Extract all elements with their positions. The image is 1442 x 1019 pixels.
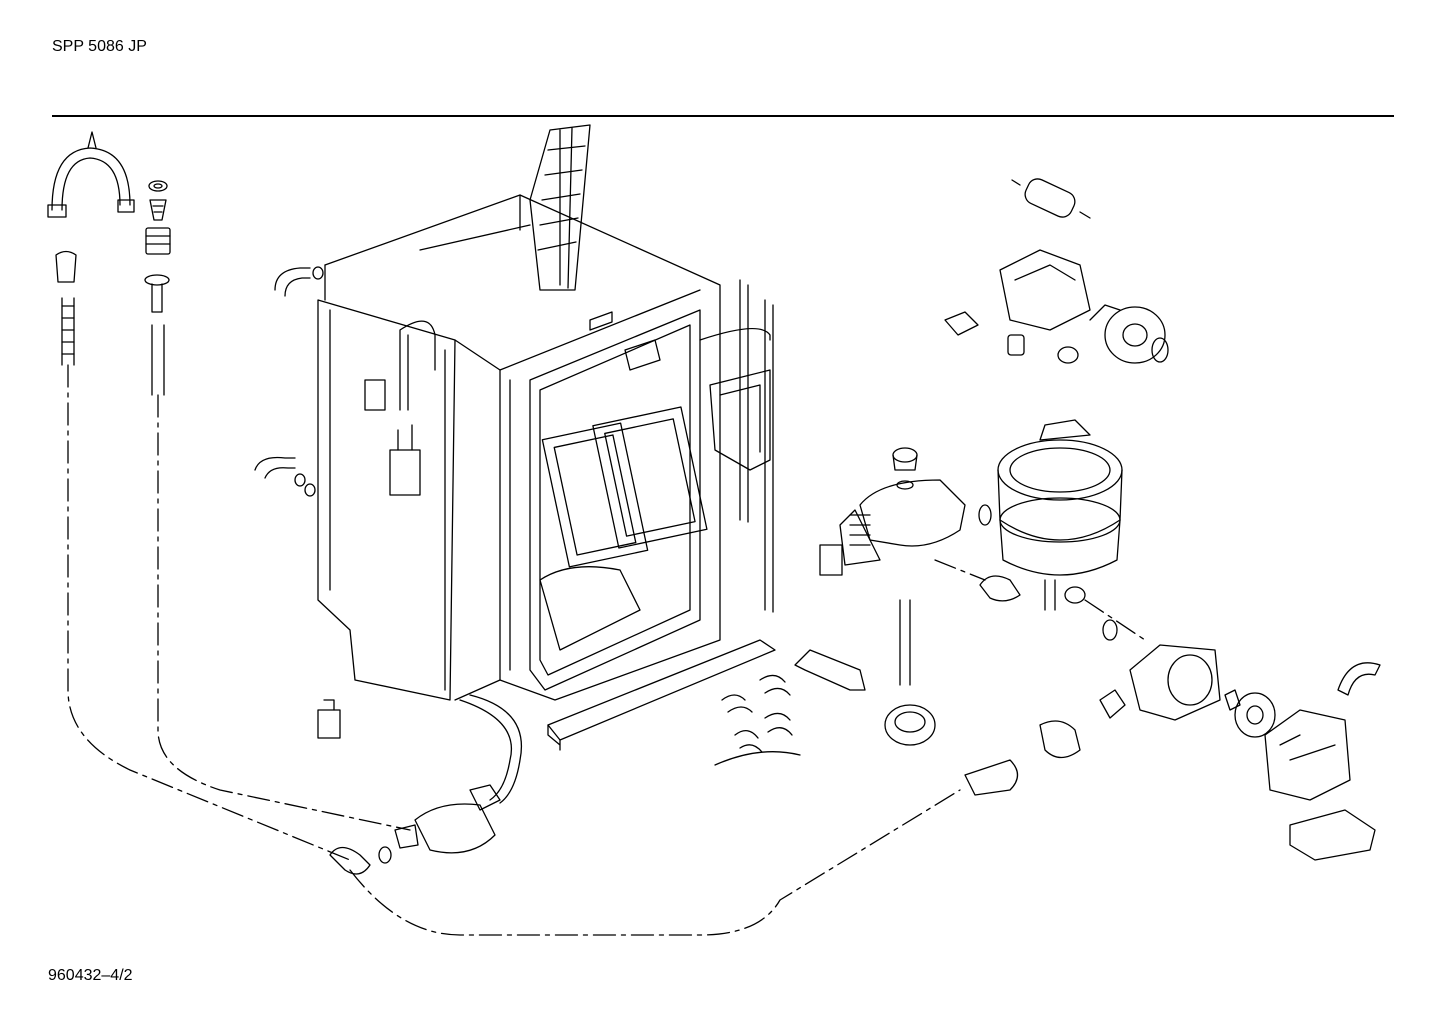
dishwasher-tub xyxy=(318,195,773,700)
connection-lines xyxy=(68,365,1145,935)
motor-capacitor xyxy=(1012,176,1090,221)
heater-hose xyxy=(980,576,1020,601)
door-seal-frame xyxy=(542,407,707,567)
spacer-bushing xyxy=(1008,335,1024,355)
pressure-switch-tube xyxy=(900,600,910,685)
drain-pump-connector xyxy=(1040,721,1080,758)
filter-screen xyxy=(150,200,166,220)
pump-link-path xyxy=(1085,600,1145,640)
supply-hose-path xyxy=(158,395,410,830)
pump-seal xyxy=(1100,690,1125,718)
sump-filter xyxy=(998,420,1122,575)
hose-clamp xyxy=(48,132,134,217)
hose-nipple xyxy=(145,275,169,312)
drain-elbow xyxy=(330,847,391,874)
drain-hose-path xyxy=(350,790,960,935)
retaining-clip xyxy=(1338,663,1380,695)
pump-gaskets xyxy=(1058,338,1168,363)
motor-clip xyxy=(945,312,978,335)
pump-impeller xyxy=(1225,690,1275,737)
dispenser-housing xyxy=(710,370,770,470)
drain-hose-sleeve xyxy=(965,760,1018,795)
motor-housing xyxy=(1000,250,1090,330)
pump-o-ring xyxy=(1103,620,1117,640)
tub-lid-bar xyxy=(420,225,530,250)
header-rule xyxy=(52,115,1394,117)
washer-ring xyxy=(149,181,167,191)
heater-seal-ring xyxy=(897,481,913,489)
inlet-valve xyxy=(395,785,500,853)
circulation-pump-body xyxy=(1130,645,1220,720)
heater-element xyxy=(840,480,965,565)
pump-cover xyxy=(1090,305,1165,363)
sump-connector xyxy=(1045,580,1085,610)
relay-switch xyxy=(820,545,842,575)
tub-level-sensor xyxy=(365,380,385,410)
aquastop-valve xyxy=(318,700,340,738)
model-number: SPP 5086 JP xyxy=(52,38,147,55)
float-switch xyxy=(390,425,420,495)
drain-pump-motor xyxy=(1265,710,1350,800)
pressure-switch xyxy=(885,705,935,745)
heater-link-path xyxy=(935,560,985,580)
mounting-bracket xyxy=(795,650,865,690)
document-code: 960432–4/2 xyxy=(48,967,133,984)
pump-base-cover xyxy=(1290,810,1375,860)
valve-hose xyxy=(460,695,521,803)
hose-elbow-upper xyxy=(275,267,323,296)
base-rail xyxy=(548,640,775,750)
threaded-connector xyxy=(146,228,170,254)
inlet-hose-path xyxy=(68,365,350,860)
hose-end-cap xyxy=(56,252,76,283)
inlet-hose xyxy=(62,298,74,365)
hose-elbow-lower xyxy=(255,458,315,497)
inner-tube xyxy=(400,321,435,410)
side-hose xyxy=(700,329,770,340)
supply-hose xyxy=(152,325,164,395)
heater-o-ring xyxy=(979,505,991,525)
thermostat xyxy=(893,448,917,470)
wiring-harness-clips xyxy=(715,675,800,765)
spray-arm-upper xyxy=(530,125,590,290)
